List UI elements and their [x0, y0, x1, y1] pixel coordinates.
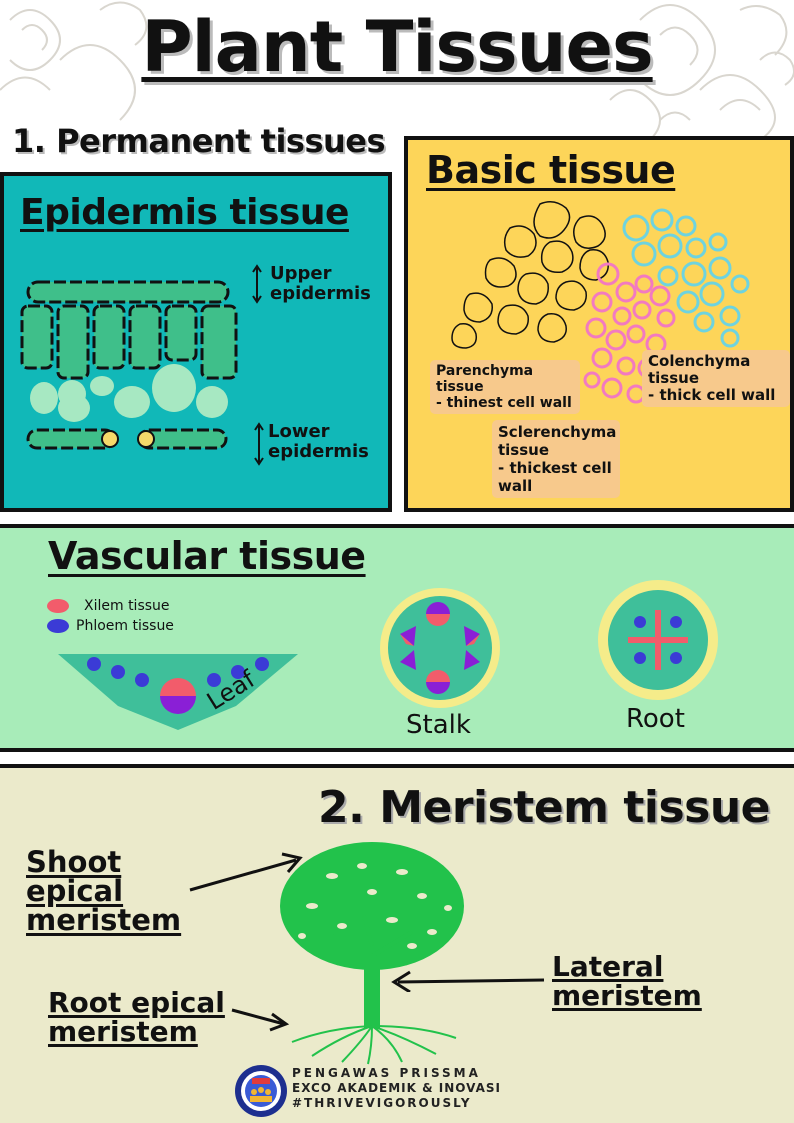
- leaf-diagram: [58, 654, 298, 730]
- footer-line-3: #THRIVEVIGOROUSLY: [292, 1096, 472, 1110]
- upper-bracket-icon: [252, 264, 262, 304]
- xilem-legend-label: Xilem tissue: [84, 598, 170, 614]
- footer-line-1: PENGAWAS PRISSMA: [292, 1066, 481, 1080]
- swirl-decoration: [0, 1, 794, 140]
- phloem-legend-label: Phloem tissue: [76, 618, 174, 634]
- upper-epidermis-label: Upper epidermis: [270, 263, 371, 304]
- shoot-arrow-icon: [189, 852, 303, 892]
- shoot-meristem-label: Shoot epical meristem: [26, 845, 182, 937]
- epidermis-heading: Epidermis tissue: [20, 192, 349, 233]
- root-diagram: [598, 580, 718, 700]
- sclerenchyma-label: Sclerenchyma tissue - thickest cell wall: [492, 420, 620, 498]
- footer-text: PENGAWAS PRISSMA EXCO AKADEMIK & INOVASI…: [292, 1066, 501, 1111]
- parenchyma-label: Parenchyma tissue - thinest cell wall: [430, 360, 580, 414]
- root-meristem-label: Root epical meristem: [48, 986, 225, 1048]
- lateral-meristem-label: Lateral meristem: [552, 950, 702, 1012]
- sclerenchyma-name: Sclerenchyma tissue: [498, 423, 617, 459]
- parenchyma-note: - thinest cell wall: [436, 395, 572, 411]
- root-label: Root: [626, 704, 685, 734]
- colenchyma-name: Colenchyma tissue: [648, 352, 751, 387]
- page-title: Plant Tissues: [141, 6, 653, 88]
- tree-illustration: [280, 842, 464, 1065]
- parenchyma-name: Parenchyma tissue: [436, 363, 534, 395]
- phloem-legend-icon: [47, 619, 69, 633]
- stalk-diagram: [380, 588, 500, 708]
- lateral-arrow-icon: [391, 970, 545, 992]
- footer-line-2: EXCO AKADEMIK & INOVASI: [292, 1081, 502, 1095]
- vascular-heading: Vascular tissue: [48, 534, 366, 578]
- basic-tissue-diagram: [451, 201, 750, 404]
- colenchyma-note: - thick cell wall: [648, 386, 776, 404]
- xilem-legend-icon: [47, 599, 69, 613]
- stalk-label: Stalk: [406, 710, 471, 740]
- meristem-panel: [0, 764, 794, 1123]
- sclerenchyma-note: - thickest cell wall: [498, 459, 612, 495]
- meristem-heading: 2. Meristem tissue: [318, 782, 770, 833]
- basic-heading: Basic tissue: [426, 148, 676, 192]
- epidermis-diagram: [20, 280, 238, 450]
- lower-bracket-icon: [254, 422, 264, 466]
- permanent-heading: 1. Permanent tissues: [12, 122, 386, 160]
- root-arrow-icon: [231, 1008, 290, 1032]
- colenchyma-label: Colenchyma tissue - thick cell wall: [642, 350, 790, 407]
- prissma-logo: [235, 1065, 287, 1117]
- lower-epidermis-label: Lower epidermis: [268, 421, 369, 462]
